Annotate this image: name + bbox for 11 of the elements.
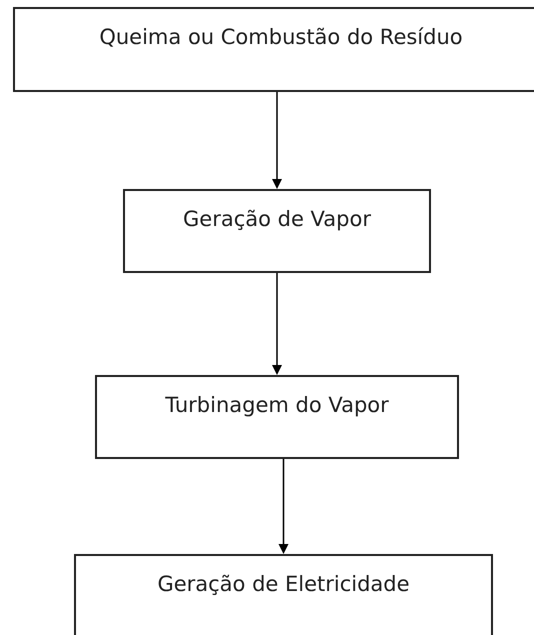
box-label: Geração de Eletricidade [156,571,411,597]
arrow [272,273,282,375]
box-label: Queima ou Combustão do Resíduo [98,24,464,50]
arrow [278,459,288,554]
arrow [272,92,282,189]
process-box [74,554,493,635]
box-label: Geração de Vapor [182,206,372,232]
process-box [95,375,459,459]
box-label: Turbinagem do Vapor [164,392,390,418]
process-box [13,7,534,92]
process-box [123,189,431,273]
